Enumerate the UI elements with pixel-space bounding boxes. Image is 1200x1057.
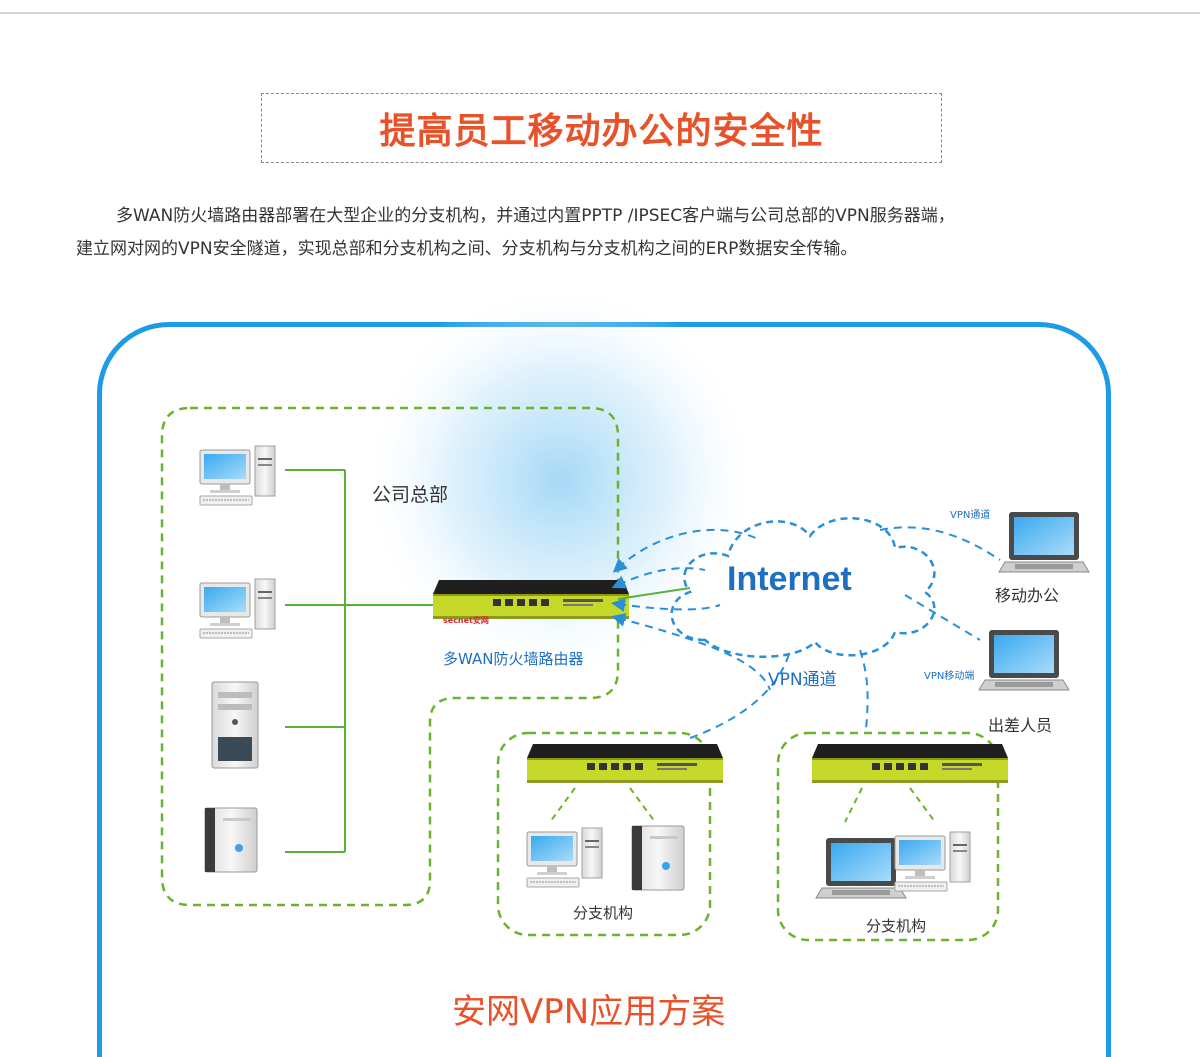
branch2-label: 分支机构: [866, 917, 927, 935]
desktop-icon: [199, 445, 276, 506]
tower-pc-icon: [211, 681, 259, 769]
branch1-links: [549, 787, 656, 823]
desktop-icon: [526, 827, 603, 888]
vpn-tunnels: [611, 526, 1001, 739]
router-brand: secnet安网: [443, 615, 489, 625]
branch2-links: [844, 787, 936, 823]
hq-links: [285, 469, 435, 853]
vpn-tunnel-small-label: VPN通道: [950, 510, 991, 521]
vpn-tunnel-label: VPN通道: [768, 670, 837, 690]
router-label: 多WAN防火墙路由器: [443, 650, 584, 668]
page-title: 提高员工移动办公的安全性: [379, 111, 824, 152]
branch2-zone: [776, 731, 1000, 942]
intro-line-1: 多WAN防火墙路由器部署在大型企业的分支机构，并通过内置PPTP /IPSEC客…: [116, 206, 955, 226]
laptop-icon: [978, 629, 1070, 691]
desktop-icon: [894, 831, 971, 892]
branch1-zone: [496, 731, 712, 937]
desktop-icon: [199, 578, 276, 639]
main-router-icon: [433, 580, 629, 619]
hq-label: 公司总部: [372, 484, 449, 506]
laptop-icon: [815, 837, 907, 899]
branch2-router-icon: [812, 744, 1008, 783]
intro-text: 多WAN防火墙路由器部署在大型企业的分支机构，并通过内置PPTP /IPSEC客…: [76, 200, 1156, 266]
intro-line-2: 建立网对网的VPN安全隧道，实现总部和分支机构之间、分支机构与分支机构之间的ER…: [76, 239, 858, 259]
laptop-icon: [998, 511, 1090, 573]
hq-zone: [160, 406, 620, 907]
branch1-label: 分支机构: [573, 904, 634, 922]
router-internet-link: [617, 587, 691, 600]
top-divider: [0, 12, 1200, 14]
traveler-label: 出差人员: [988, 716, 1053, 735]
vpn-mobile-label: VPN移动端: [924, 671, 975, 682]
server-icon: [631, 825, 685, 891]
server-icon: [204, 807, 258, 873]
mobile-office-label: 移动办公: [995, 586, 1060, 605]
internet-label: Internet: [727, 560, 852, 598]
internet-cloud-icon: [670, 517, 936, 658]
branch1-router-icon: [527, 744, 723, 783]
heading-box: 提高员工移动办公的安全性: [261, 93, 942, 163]
scheme-title: 安网VPN应用方案: [452, 992, 726, 1032]
